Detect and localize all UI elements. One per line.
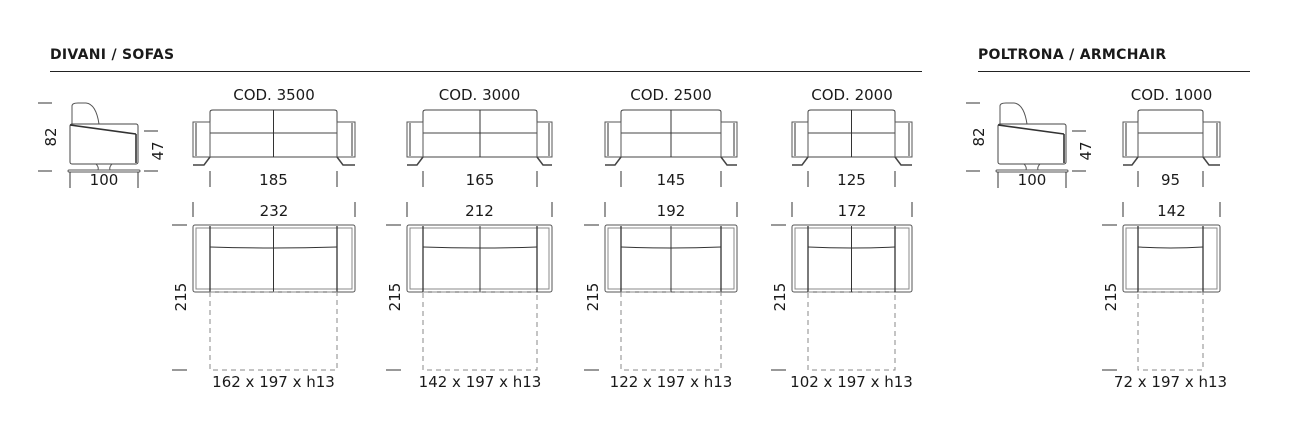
bed-mattress-outline — [807, 291, 896, 371]
model-drawing-3500: COD. 3500 185 232 215 162 x 197 x h13 — [172, 86, 356, 391]
swivel-base — [95, 163, 113, 171]
left-leg — [605, 156, 622, 166]
right-arm-frame — [720, 121, 738, 158]
right-leg — [894, 156, 912, 166]
left-arm-frame — [406, 121, 424, 158]
side-body — [69, 123, 139, 165]
mattress-size-label: 162 x 197 x h13 — [212, 373, 335, 391]
model-drawing-1000: COD. 1000 95 142 215 72 x 197 x h13 — [1102, 86, 1227, 391]
seat-height-dimension-label: 47 — [1077, 141, 1095, 160]
model-drawing-2500: COD. 2500 145 192 215 122 x 197 x h13 — [584, 86, 738, 391]
model-code-label: COD. 3000 — [439, 86, 521, 104]
left-arm-frame — [791, 121, 809, 158]
seat-width-label: 125 — [837, 171, 866, 189]
model-drawing-2000: COD. 2000 125 172 215 102 x 197 x h13 — [771, 86, 913, 391]
mattress-size-label: 142 x 197 x h13 — [419, 373, 542, 391]
model-code-label: COD. 3500 — [233, 86, 315, 104]
overall-width-label: 142 — [1157, 202, 1186, 220]
right-arm-frame — [536, 121, 553, 158]
seat-width-label: 185 — [259, 171, 288, 189]
right-leg — [336, 156, 355, 166]
model-drawing-3000: COD. 3000 165 212 215 142 x 197 x h13 — [386, 86, 553, 391]
left-arm-frame — [1122, 121, 1139, 158]
left-leg — [407, 156, 424, 166]
left-leg — [193, 156, 211, 166]
top-inner-outline — [1125, 227, 1218, 290]
model-code-label: COD. 2000 — [811, 86, 893, 104]
right-arm-frame — [1202, 121, 1221, 158]
bed-mattress-outline — [620, 291, 722, 371]
side-view: 82 47 100 — [966, 102, 1095, 189]
base-plate — [995, 169, 1069, 173]
top-outline — [1122, 224, 1221, 293]
backrest-line — [1137, 246, 1204, 249]
left-leg — [1123, 156, 1139, 166]
model-code-label: COD. 1000 — [1131, 86, 1213, 104]
open-depth-label: 215 — [386, 283, 404, 312]
base-plate — [67, 169, 141, 173]
right-leg — [1202, 156, 1220, 166]
seat-cushion — [1137, 132, 1204, 158]
backrest — [1137, 109, 1204, 133]
seat-width-label: 165 — [466, 171, 495, 189]
mattress-size-label: 72 x 197 x h13 — [1114, 373, 1227, 391]
armchair-section-divider — [978, 71, 1250, 72]
model-code-label: COD. 2500 — [630, 86, 712, 104]
sofas-section-divider — [50, 71, 922, 72]
side-body — [997, 123, 1067, 165]
armrest-slope-line — [997, 124, 1065, 135]
armchair-section-title: POLTRONA / ARMCHAIR — [978, 47, 1167, 63]
height-dimension-label: 82 — [42, 127, 60, 146]
sofas-section-title: DIVANI / SOFAS — [50, 47, 175, 63]
mattress-size-label: 102 x 197 x h13 — [790, 373, 913, 391]
open-depth-label: 215 — [771, 283, 789, 312]
seat-width-label: 145 — [657, 171, 686, 189]
left-arm-frame — [604, 121, 622, 158]
armrest-slope-line — [69, 124, 137, 135]
open-depth-label: 215 — [584, 283, 602, 312]
seat-width-label: 95 — [1161, 171, 1180, 189]
bed-mattress-outline — [209, 291, 338, 371]
right-leg — [536, 156, 552, 166]
backrest-outline — [71, 102, 100, 125]
height-dimension-label: 82 — [970, 127, 988, 146]
left-arm-frame — [192, 121, 211, 158]
overall-width-label: 212 — [465, 202, 494, 220]
overall-width-label: 172 — [838, 202, 867, 220]
bed-mattress-outline — [422, 291, 538, 371]
mattress-size-label: 122 x 197 x h13 — [610, 373, 733, 391]
open-depth-label: 215 — [1102, 283, 1120, 312]
bed-mattress-outline — [1137, 291, 1204, 371]
seat-height-dimension-label: 47 — [149, 141, 167, 160]
overall-width-label: 232 — [260, 202, 289, 220]
depth-dimension-label: 100 — [90, 171, 119, 189]
left-leg — [792, 156, 809, 166]
right-arm-frame — [336, 121, 356, 158]
open-depth-label: 215 — [172, 283, 190, 312]
swivel-base — [1023, 163, 1041, 171]
overall-width-label: 192 — [657, 202, 686, 220]
side-view: 82 47 100 — [38, 102, 167, 189]
depth-dimension-label: 100 — [1018, 171, 1047, 189]
backrest-outline — [999, 102, 1028, 125]
right-leg — [720, 156, 737, 166]
right-arm-frame — [894, 121, 913, 158]
